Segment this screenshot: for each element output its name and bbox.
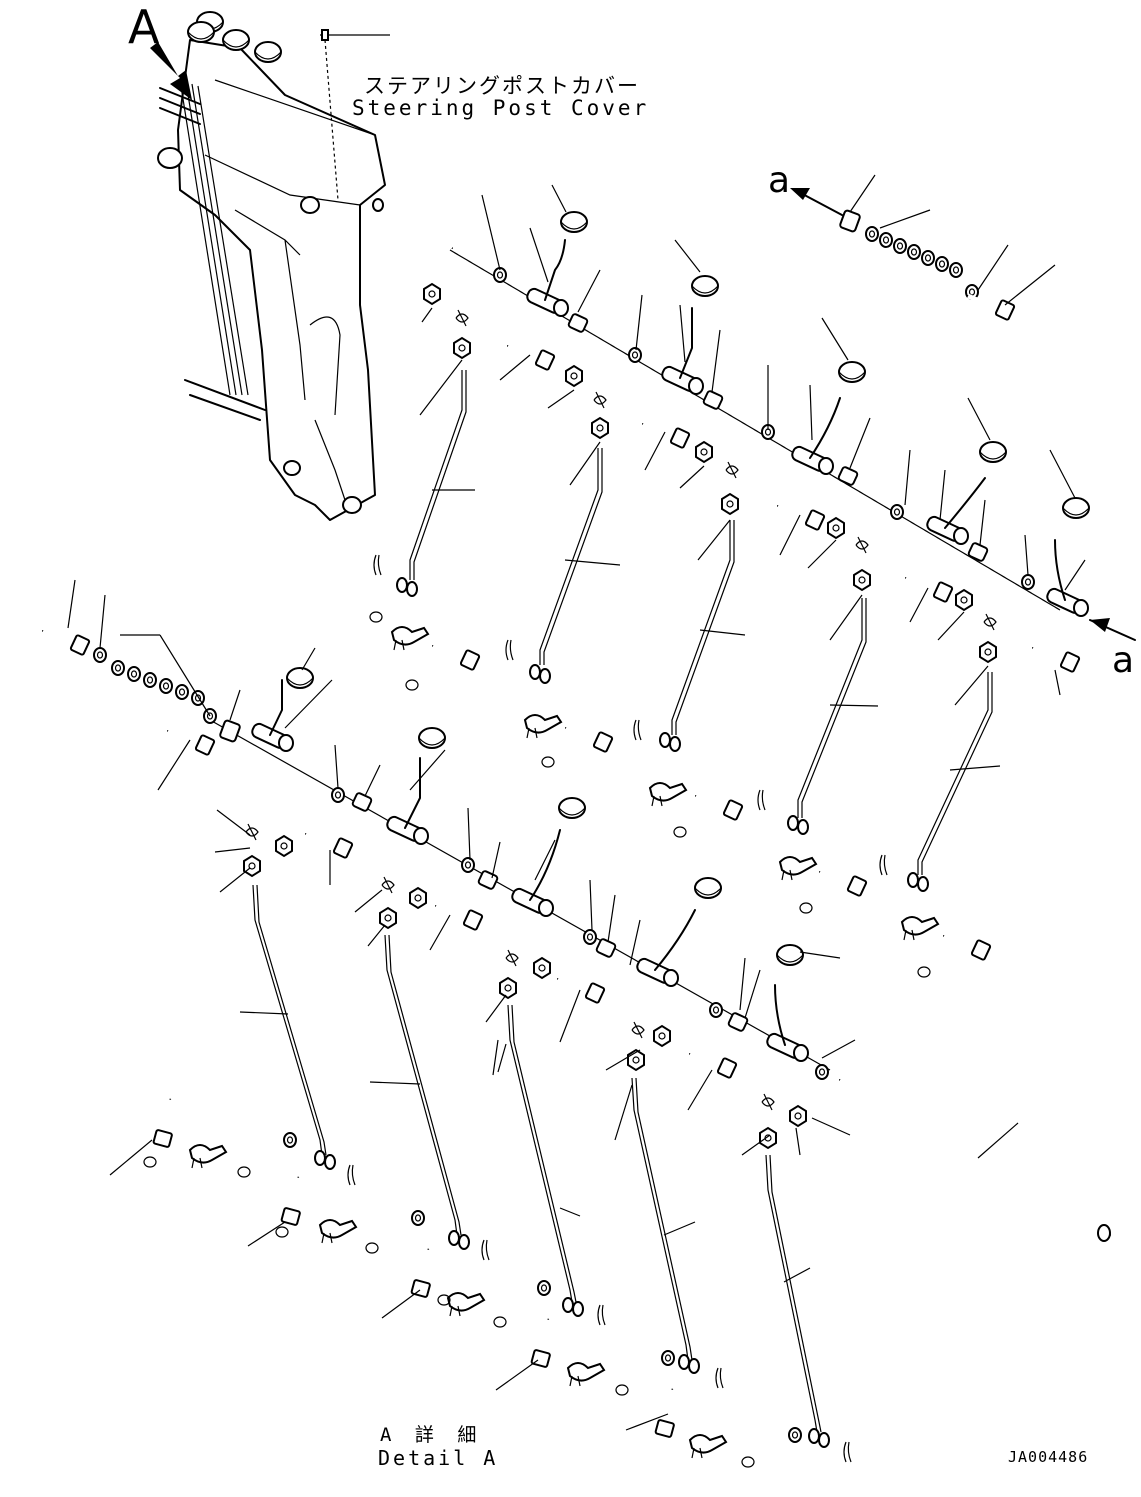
- leader-lines: [67, 174, 1086, 1431]
- arrow-label-right: a: [1112, 640, 1135, 681]
- lower-rods: [143, 884, 852, 1468]
- lower-washer-stack: [43, 631, 241, 743]
- upper-lever-row: [423, 211, 1090, 672]
- upper-washer-stack: [790, 188, 1015, 320]
- cover-label-english: Steering Post Cover: [352, 96, 650, 120]
- view-marker-label: A: [128, 0, 160, 54]
- detail-label-english: Detail A: [378, 1446, 499, 1470]
- view-arrow-icon: [150, 42, 192, 100]
- steering-post-cover: [157, 11, 390, 521]
- lower-lever-row: [168, 667, 829, 1149]
- upper-rods: [369, 370, 992, 978]
- cover-label-japanese: ステアリングポストカバー: [364, 74, 640, 98]
- drawing-code: JA004486: [1008, 1448, 1089, 1466]
- detail-label-japanese: A 詳 細: [380, 1424, 483, 1446]
- arrow-label-top: a: [768, 160, 791, 201]
